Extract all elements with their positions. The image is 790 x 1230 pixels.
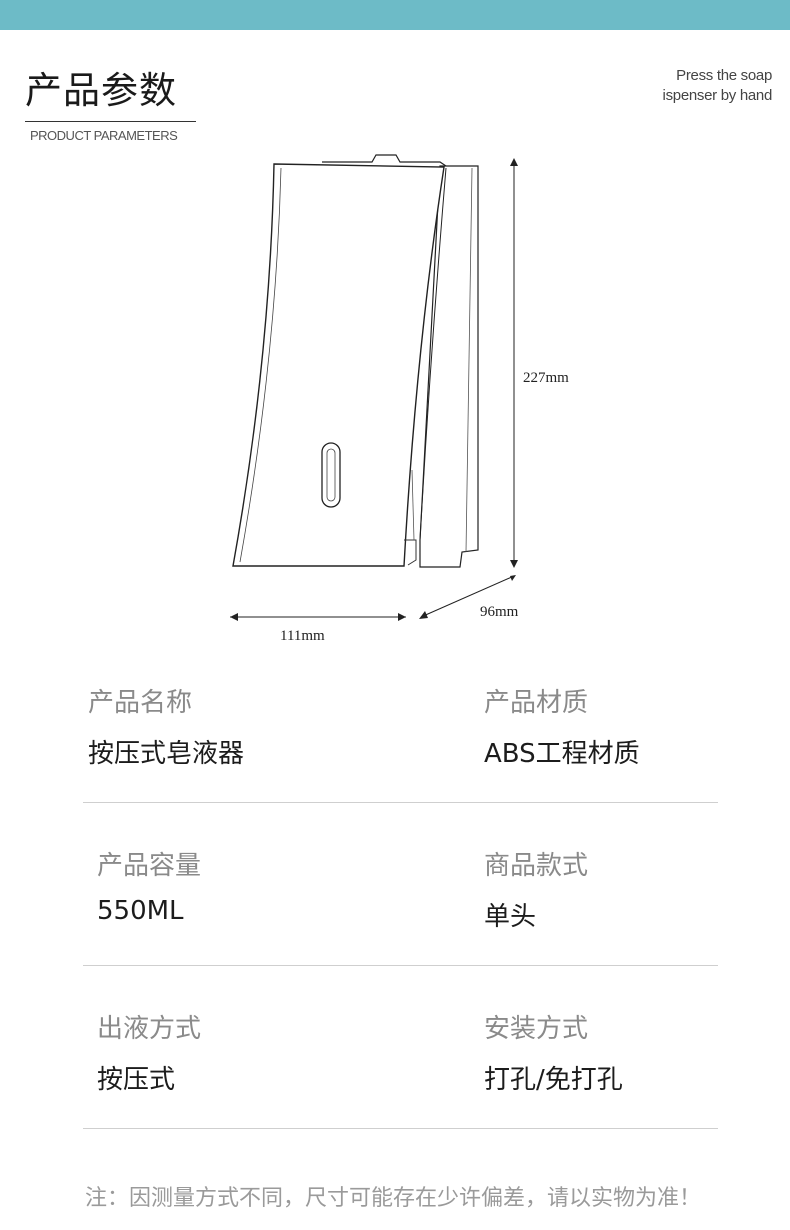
spec-product-name: 产品名称 按压式皂液器 [88, 682, 244, 770]
depth-dimension-label: 96mm [480, 604, 519, 620]
dispenser-front-inner-edge [239, 167, 282, 563]
spec-label: 商品款式 [484, 851, 589, 881]
spec-label: 产品名称 [88, 688, 193, 718]
spec-product-capacity: 产品容量 550ML [97, 845, 201, 926]
spec-value: 打孔/免打孔 [484, 1065, 623, 1095]
soap-dispenser-drawing: 227mm 96mm 111mm [230, 154, 569, 644]
tagline-line-2: ispenser by hand [662, 87, 773, 104]
spec-label: 安装方式 [484, 1014, 589, 1044]
dispenser-top-cap [322, 154, 447, 167]
spec-dispense-method: 出液方式 按压式 [97, 1008, 201, 1096]
spec-install-method: 安装方式 打孔/免打孔 [484, 1008, 623, 1096]
depth-dimension-line [420, 575, 515, 618]
liquid-window [321, 442, 341, 508]
spec-divider [83, 1128, 718, 1129]
tagline: Press the soap ispenser by hand [662, 66, 773, 106]
spec-value: ABS工程材质 [484, 739, 640, 769]
tagline-line-1: Press the soap [676, 67, 772, 84]
spec-divider [83, 802, 718, 803]
measurement-note: 注：因测量方式不同，尺寸可能存在少许偏差，请以实物为准！ [85, 1186, 702, 1211]
dispenser-side-inner [465, 167, 473, 553]
top-accent-bar [0, 0, 790, 30]
spec-value: 单头 [484, 902, 537, 932]
spec-product-style: 商品款式 单头 [484, 845, 588, 933]
spec-label: 产品材质 [484, 688, 589, 718]
spec-product-material: 产品材质 ABS工程材质 [484, 682, 640, 770]
width-dimension-label: 111mm [280, 628, 325, 644]
title-underline [25, 121, 196, 122]
height-dimension-label: 227mm [523, 370, 569, 386]
page-title: 产品参数 [25, 69, 177, 112]
spec-label: 出液方式 [97, 1014, 202, 1044]
dispenser-front-panel [232, 163, 445, 567]
page-subtitle: PRODUCT PARAMETERS [30, 128, 178, 143]
spec-divider [83, 965, 718, 966]
spec-value: 按压式 [97, 1065, 176, 1095]
dispenser-nozzle [404, 539, 417, 566]
spec-value: 按压式皂液器 [88, 739, 245, 769]
dispenser-side-panel [419, 165, 479, 568]
spec-label: 产品容量 [97, 851, 202, 881]
spec-value: 550ML [97, 896, 184, 926]
dispenser-side-edge [419, 167, 447, 541]
